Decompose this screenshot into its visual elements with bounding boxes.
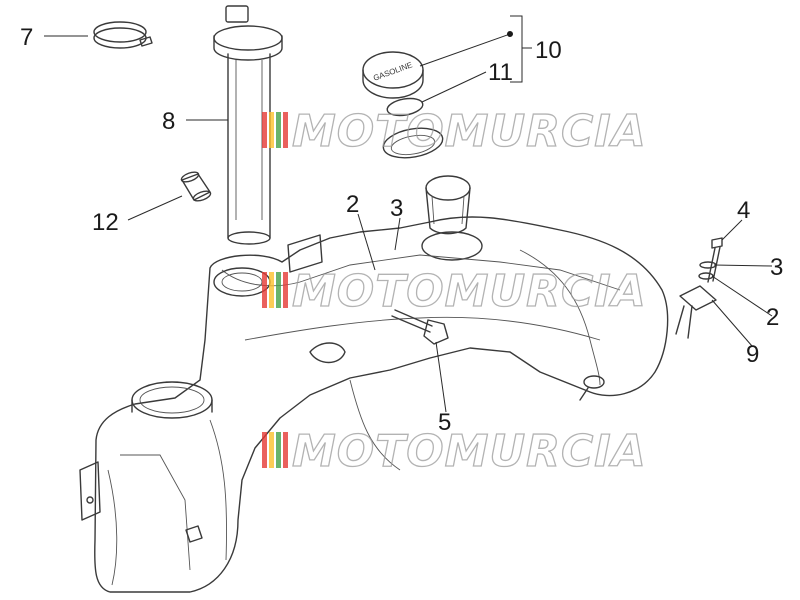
watermark-stripe [262,432,267,468]
leader-3a [394,217,401,251]
fuel-cap-part: GASOLINE [362,51,424,99]
callout-3a: 3 [390,195,403,222]
leader-11 [421,71,487,103]
callout-12: 12 [92,209,119,236]
callout-9: 9 [746,341,759,368]
callout-5: 5 [438,409,451,436]
watermark-stripe [283,272,288,308]
watermark-stripe [276,432,281,468]
watermark-stripe [269,272,274,308]
cap-label-text: GASOLINE [372,60,414,82]
watermark-stripe [262,272,267,308]
callout-11: 11 [488,59,513,86]
leader-4 [721,219,743,241]
watermark-stripe [283,432,288,468]
bolt-part [391,309,449,345]
leader-2b [711,275,773,317]
watermark-text: MOTOMURCIA [292,426,647,477]
leader-5 [435,341,447,413]
watermark-text: MOTOMURCIA [292,266,647,317]
callout-8: 8 [162,108,175,135]
callout-2a: 2 [346,191,359,218]
callout-numbers: 7 8 12 10 11 2 3 4 3 2 9 5 [20,24,783,436]
watermark-stripe [283,112,288,148]
watermark-stripe [269,432,274,468]
filler-neck-part [421,175,483,261]
leader-12 [127,195,183,221]
leader-3b [713,264,773,267]
leader-9 [711,299,753,347]
callout-7: 7 [20,24,33,51]
watermark-stripe [262,112,267,148]
fuel-tank-body [79,216,669,593]
watermark-bottom: MOTOMURCIA [262,425,647,478]
watermark-middle: MOTOMURCIA [262,265,647,318]
leader-10-bracket [510,15,523,83]
watermark-text: MOTOMURCIA [292,106,647,157]
hose-clamp-part [93,21,153,49]
leader-2a [357,213,376,271]
callout-2b: 2 [766,304,779,331]
watermark-stripe [276,272,281,308]
leader-10-cap [419,33,511,67]
callout-3b: 3 [770,254,783,281]
watermark-stripe [269,112,274,148]
seal-ring-part [382,97,444,159]
screw-assembly-part [675,237,723,339]
leader-lines [44,15,773,413]
bushing-part [180,171,212,202]
leader-10-dot [507,31,513,37]
watermark-top: MOTOMURCIA [262,105,647,158]
callout-10: 10 [535,37,562,64]
callout-4: 4 [737,197,750,224]
watermark-stripe [276,112,281,148]
